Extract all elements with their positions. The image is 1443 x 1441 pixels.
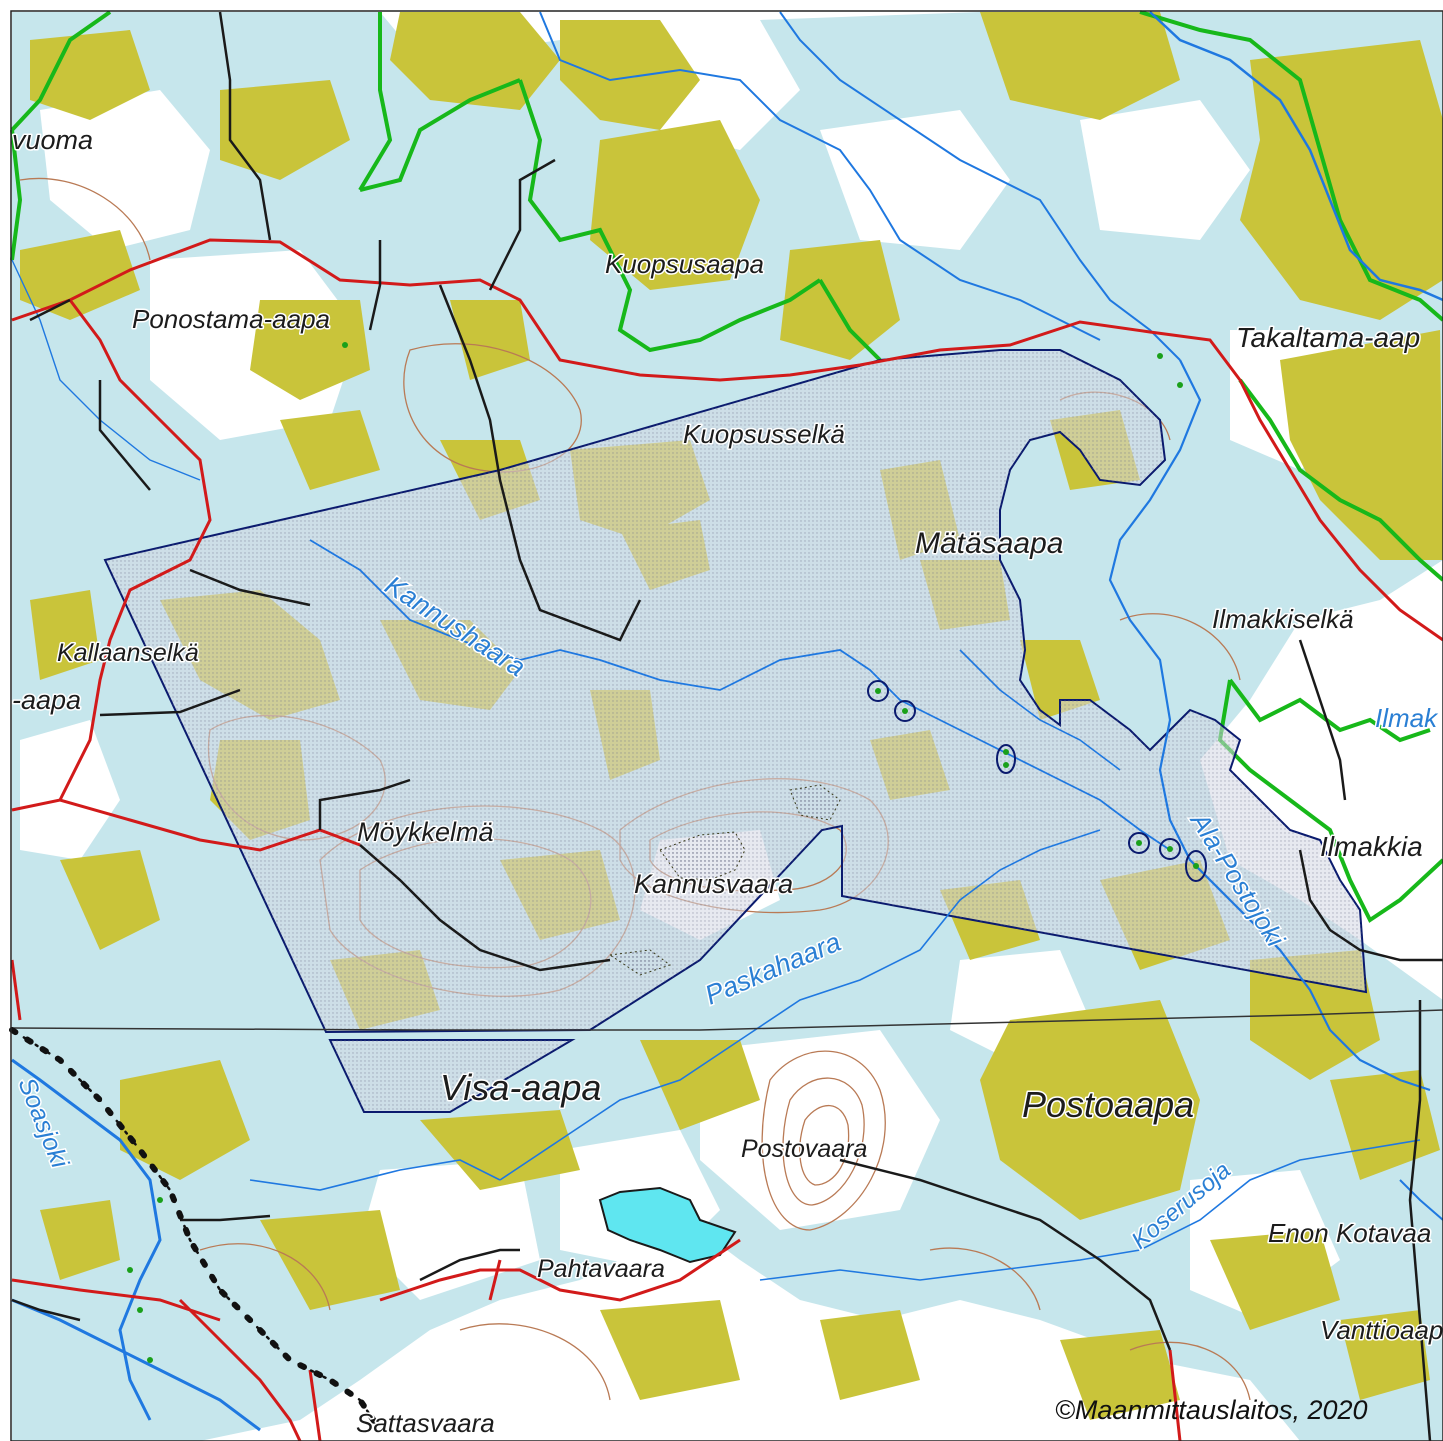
admin-boundary (11, 1009, 1443, 1031)
label-ilmakkia: Ilmakkia (1320, 831, 1423, 862)
label-vuoma: vuoma (12, 125, 93, 155)
lake-pahtavaara (598, 1186, 737, 1264)
reserve-boundaries (10, 10, 1443, 923)
roads (10, 238, 1443, 1441)
site-markers (127, 342, 1207, 1363)
map-frame (10, 10, 1443, 1441)
label-sattasvaara: Sattasvaara (356, 1408, 495, 1438)
label-kallaanselka: Kallaanselkä (57, 639, 199, 667)
label-visa-aapa: Visa-aapa (440, 1067, 601, 1108)
label-matasaapa: Mätäsaapa (915, 527, 1063, 560)
label-kuopsusselka: Kuopsusselkä (683, 419, 845, 449)
label-enon-kotavaara: Enon Kotavaa (1268, 1218, 1431, 1248)
label-kuopsusaapa: Kuopsusaapa (605, 249, 764, 279)
place-labels: vuoma Kuopsusaapa Ponostama-aapa Takalta… (11, 124, 1443, 1440)
rock-outcrops (608, 784, 841, 976)
label-aapa: -aapa (12, 685, 81, 715)
tracks (11, 11, 1443, 1441)
label-pahtavaara: Pahtavaara (537, 1255, 665, 1283)
label-ilmakkiselka: Ilmakkiselkä (1212, 604, 1354, 634)
label-ilmak: Ilmak (1375, 703, 1439, 733)
label-vanttioaapa: Vanttioaap (1320, 1315, 1443, 1345)
label-postoaapa: Postoaapa (1022, 1084, 1194, 1125)
label-moykkelma: Möykkelmä (357, 817, 494, 847)
label-postovaara: Postovaara (741, 1135, 868, 1163)
copyright-text: ©Maanmittauslaitos, 2020 (1055, 1395, 1368, 1425)
label-ponostama-aapa: Ponostama-aapa (132, 304, 330, 334)
railway (9, 1027, 383, 1433)
label-takaltama-aapa: Takaltama-aap (1236, 322, 1420, 353)
label-kannusvaara: Kannusvaara (634, 869, 793, 899)
protected-area (103, 349, 1368, 1113)
rivers (11, 11, 1443, 1432)
